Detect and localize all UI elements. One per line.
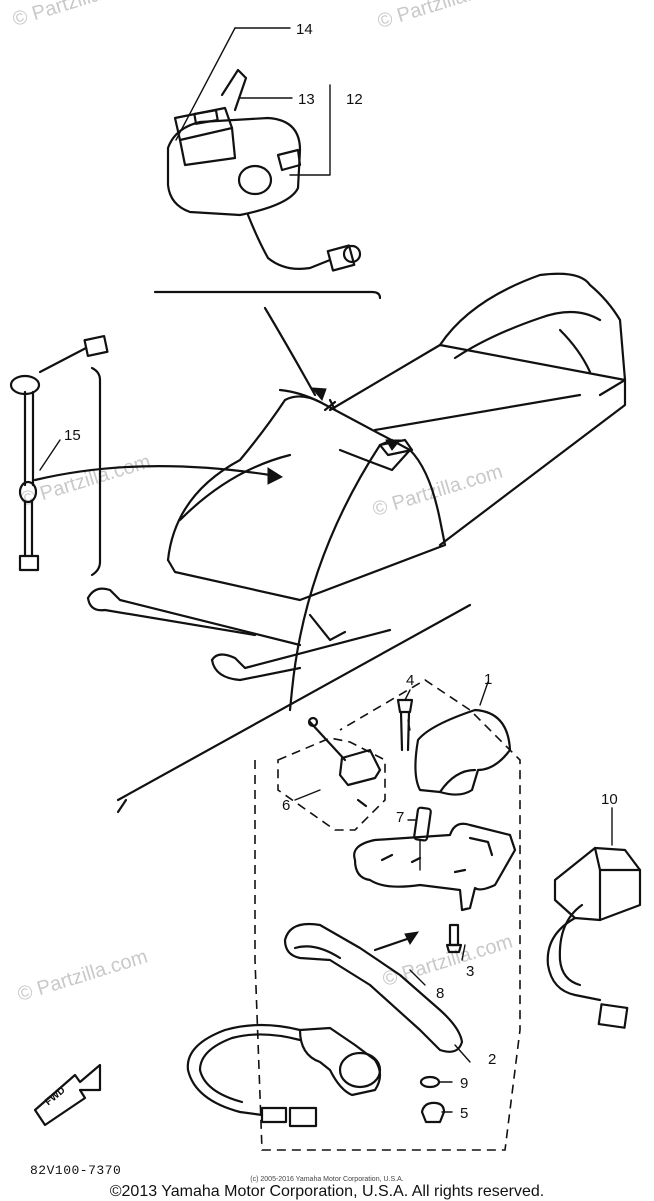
- callout-8: 8: [436, 985, 445, 1002]
- callout-3: 3: [466, 963, 475, 980]
- callout-14: 14: [296, 21, 313, 38]
- callout-5: 5: [460, 1105, 469, 1122]
- tether-assembly: [9, 334, 284, 577]
- callout-9: 9: [460, 1075, 469, 1092]
- part-code: 82V100-7370: [30, 1163, 122, 1178]
- small-credit: (c) 2005-2016 Yamaha Motor Corporation, …: [250, 1176, 404, 1183]
- copyright: ©2013 Yamaha Motor Corporation, U.S.A. A…: [109, 1183, 545, 1200]
- callout-1: 1: [484, 671, 493, 688]
- callout-12: 12: [346, 91, 363, 108]
- callout-13: 13: [298, 91, 315, 108]
- snowmobile-body: [86, 272, 627, 814]
- callout-4: 4: [406, 672, 415, 689]
- callout-6: 6: [282, 797, 291, 814]
- top-switch-assembly: [153, 27, 382, 300]
- callout-15: 15: [64, 427, 81, 444]
- callout-10: 10: [601, 791, 618, 808]
- throttle-lever-assembly: [33, 679, 642, 1151]
- callout-7: 7: [396, 809, 405, 826]
- callout-2: 2: [488, 1051, 497, 1068]
